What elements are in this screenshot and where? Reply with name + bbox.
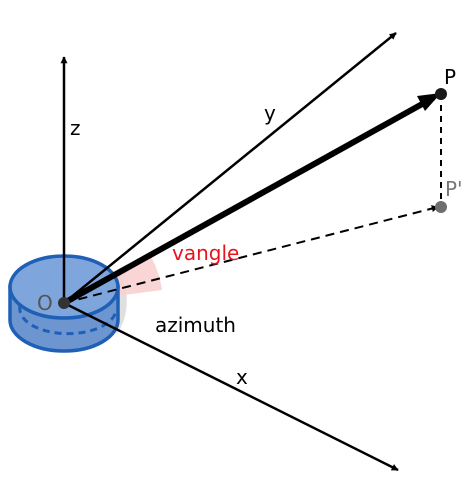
vangle-label: vangle — [172, 241, 239, 265]
azimuth-label: azimuth — [155, 313, 236, 337]
point-p-label: P — [444, 65, 456, 89]
origin-point — [58, 297, 70, 309]
point-p — [435, 88, 447, 100]
x-axis — [63, 301, 399, 472]
y-axis-label: y — [264, 101, 276, 125]
vector-op — [62, 95, 435, 306]
x-axis-label: x — [236, 365, 248, 389]
point-p-prime — [435, 201, 447, 213]
point-p-prime-label: P' — [445, 177, 463, 201]
origin-label: O — [37, 291, 53, 315]
z-axis-label: z — [70, 116, 81, 140]
vector-op-arrowhead — [417, 93, 441, 111]
y-axis — [63, 32, 397, 304]
projection-line — [63, 205, 439, 304]
